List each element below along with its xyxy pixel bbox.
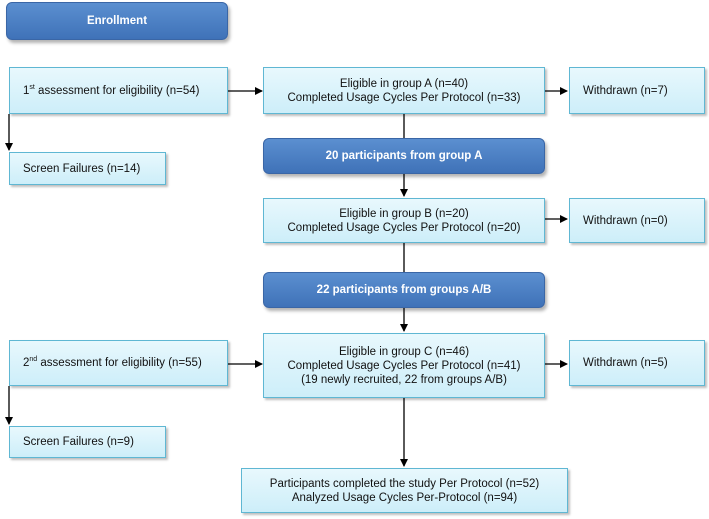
group-b-box: Eligible in group B (n=20) Completed Usa…: [263, 198, 545, 243]
assessment2-label: 2nd assessment for eligibility (n=55): [23, 356, 202, 369]
withdrawn-b-label: Withdrawn (n=0): [583, 214, 668, 227]
group-c-completed: Completed Usage Cycles Per Protocol (n=4…: [287, 359, 521, 372]
group-c-eligible: Eligible in group C (n=46): [338, 345, 470, 358]
group-b-completed: Completed Usage Cycles Per Protocol (n=2…: [287, 221, 521, 234]
assessment1-label: 1st assessment for eligibility (n=54): [23, 83, 200, 97]
screen-failures-2-box: Screen Failures (n=9): [9, 426, 166, 458]
group-c-recruitment: (19 newly recruited, 22 from groups A/B): [301, 373, 507, 386]
group-a-eligible: Eligible in group A (n=40): [339, 77, 469, 90]
group-c-box: Eligible in group C (n=46) Completed Usa…: [263, 333, 545, 398]
withdrawn-c-label: Withdrawn (n=5): [583, 357, 668, 369]
withdrawn-a-label: Withdrawn (n=7): [583, 84, 668, 97]
assessment2-box: 2nd assessment for eligibility (n=55): [9, 340, 228, 386]
group-a-completed: Completed Usage Cycles Per Protocol (n=3…: [287, 91, 521, 104]
screen-failures-2-label: Screen Failures (n=9): [23, 436, 134, 448]
enrollment-label: Enrollment: [86, 15, 148, 27]
withdrawn-c-box: Withdrawn (n=5): [569, 340, 705, 386]
assessment1-box: 1st assessment for eligibility (n=54): [9, 67, 228, 114]
transfer-group-a-label: 20 participants from group A: [325, 150, 483, 162]
withdrawn-a-box: Withdrawn (n=7): [569, 67, 705, 114]
group-b-eligible: Eligible in group B (n=20): [339, 207, 469, 220]
transfer-groups-ab-header: 22 participants from groups A/B: [263, 272, 545, 308]
final-analyzed: Analyzed Usage Cycles Per-Protocol (n=94…: [291, 491, 518, 504]
final-outcome-box: Participants completed the study Per Pro…: [241, 468, 568, 513]
group-a-box: Eligible in group A (n=40) Completed Usa…: [263, 67, 545, 114]
transfer-group-a-header: 20 participants from group A: [263, 138, 545, 174]
transfer-groups-ab-label: 22 participants from groups A/B: [316, 284, 492, 296]
screen-failures-1-box: Screen Failures (n=14): [9, 152, 166, 185]
enrollment-header: Enrollment: [6, 2, 228, 40]
final-completed: Participants completed the study Per Pro…: [269, 477, 540, 490]
withdrawn-b-box: Withdrawn (n=0): [569, 198, 705, 243]
screen-failures-1-label: Screen Failures (n=14): [23, 162, 141, 175]
